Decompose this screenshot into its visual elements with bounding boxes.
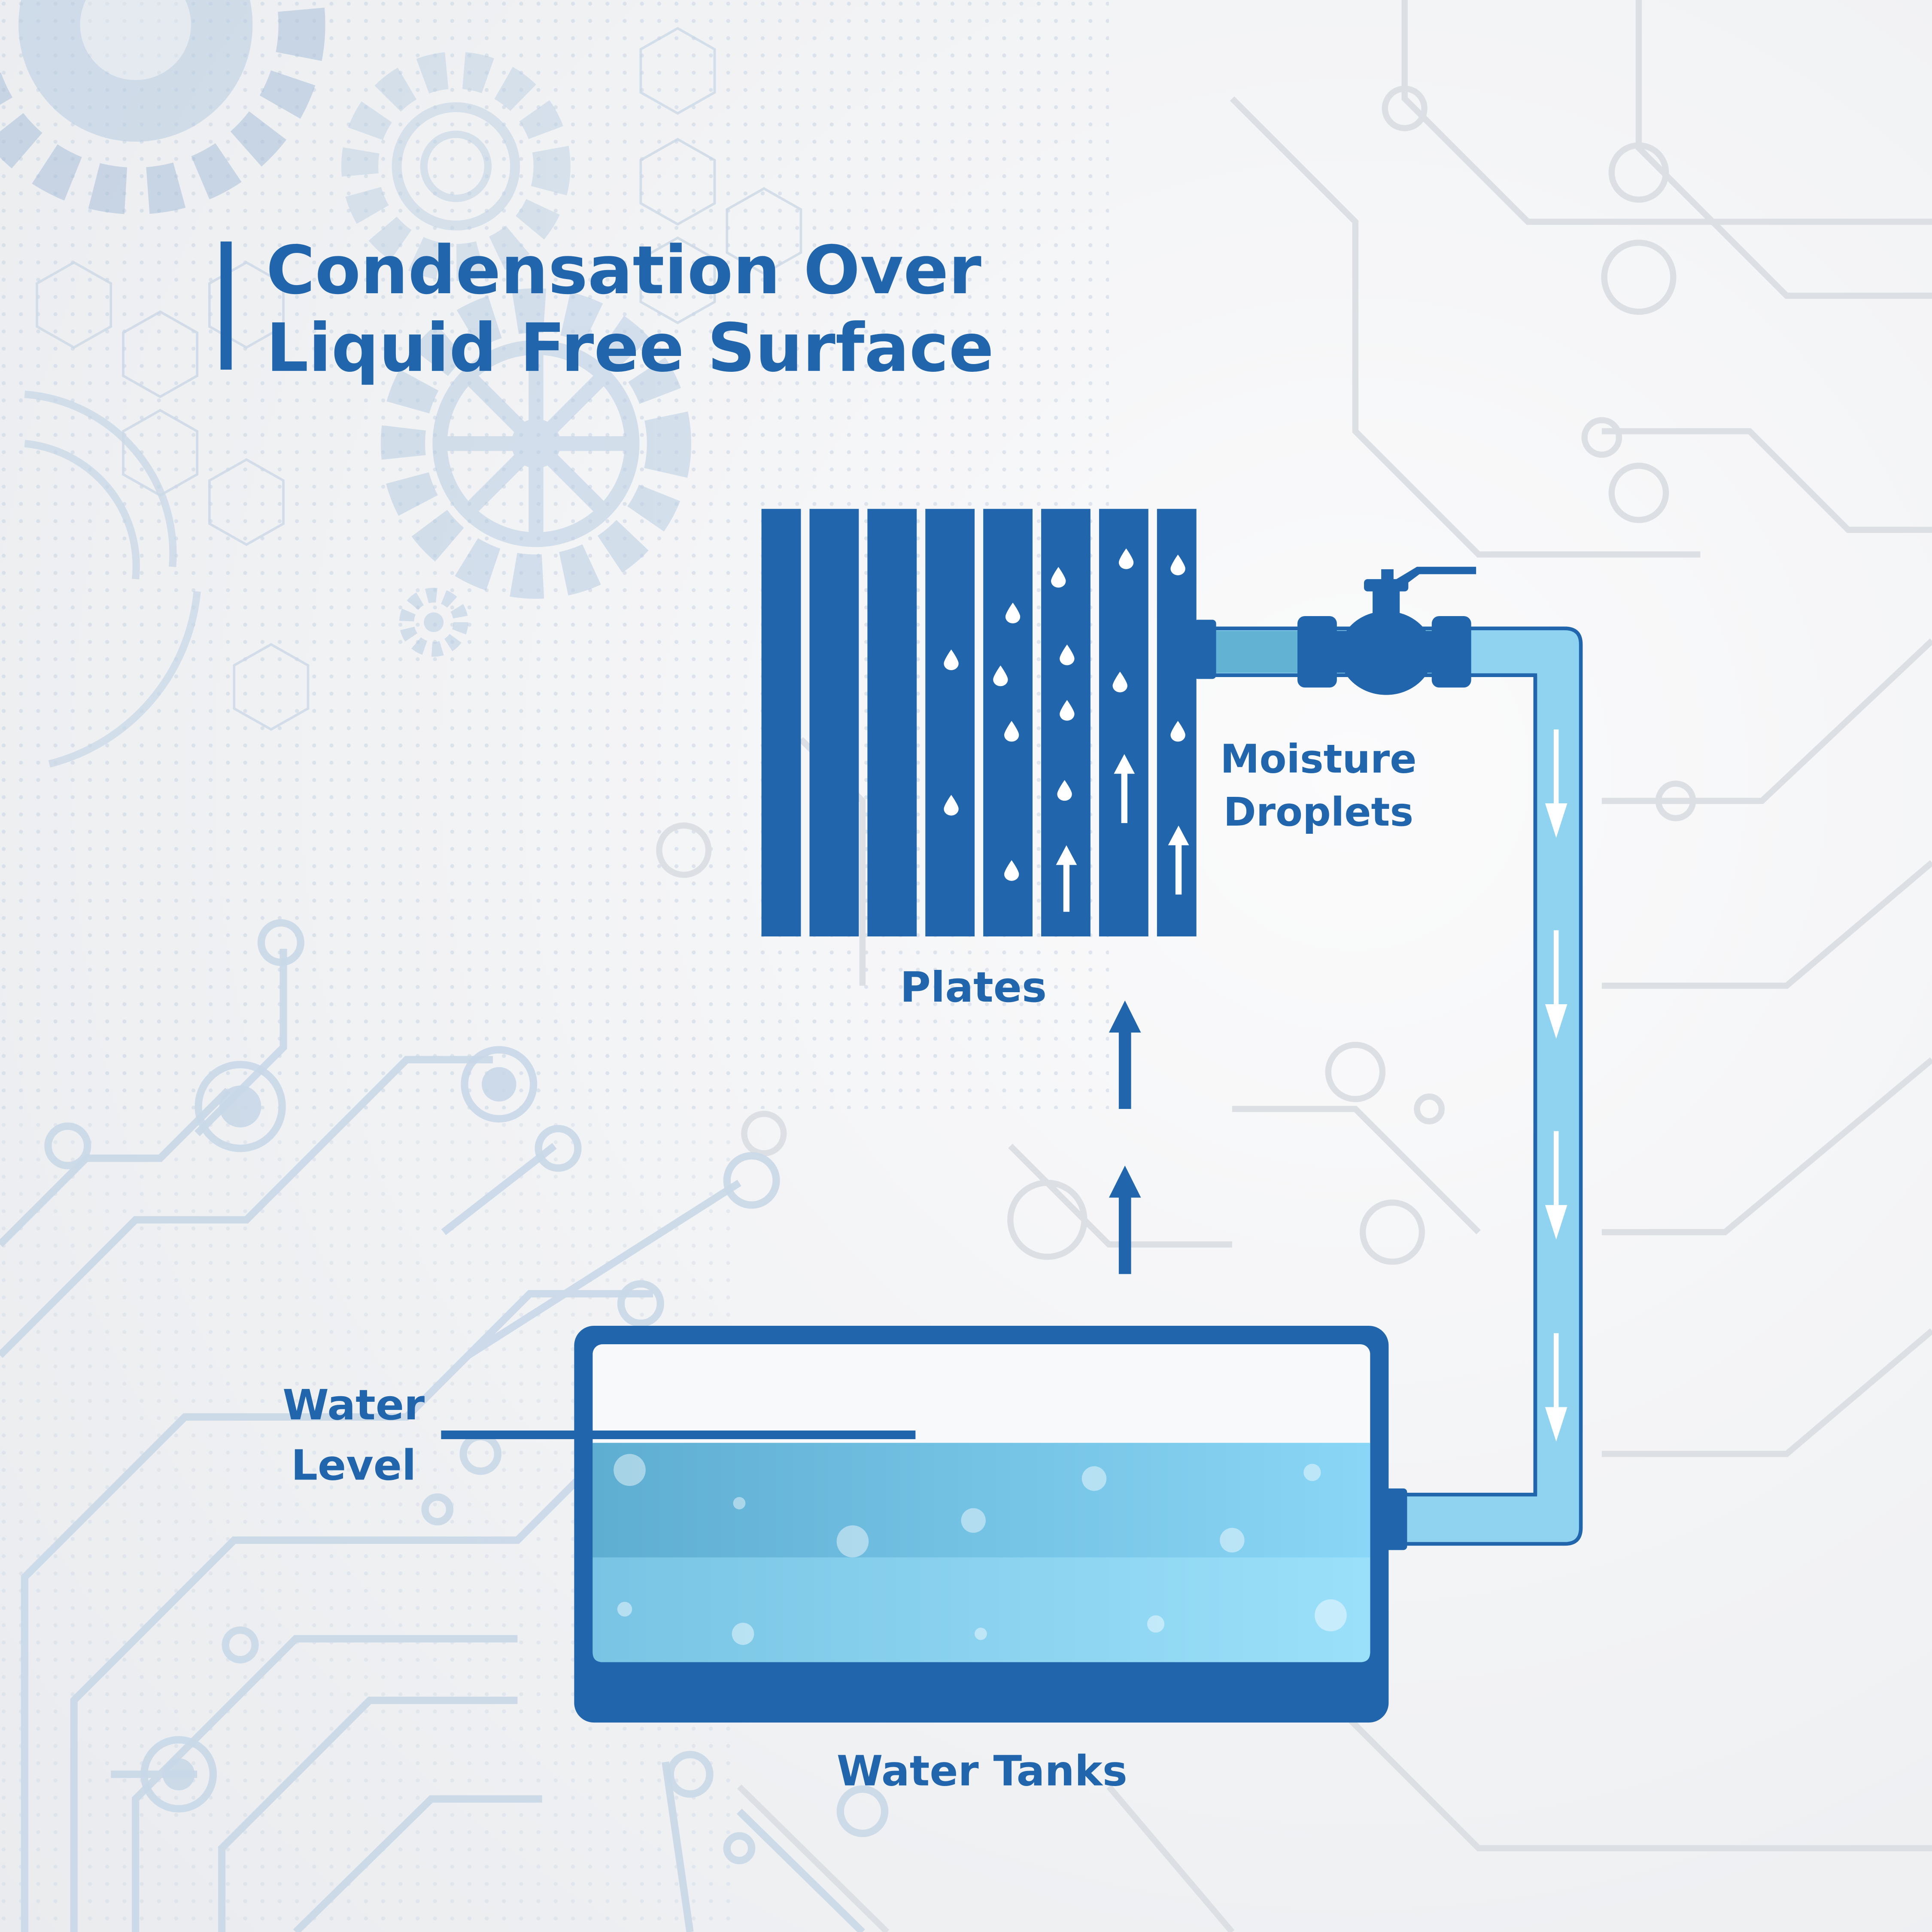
- plate: [983, 509, 1033, 937]
- arrow-down-icon: [1545, 930, 1567, 1039]
- bubbles: [614, 1454, 1347, 1645]
- arrow-down-icon: [1545, 1131, 1567, 1240]
- water-level-label-line-2: Level: [291, 1441, 416, 1490]
- water-lower-layer: [592, 1557, 1370, 1662]
- vapor-arrows: [1056, 754, 1189, 912]
- title-block: Condensation Over Liquid Free Surface: [220, 231, 994, 387]
- arrow-up-icon: [1056, 845, 1077, 912]
- arrow-up-icon: [1109, 1000, 1141, 1109]
- water-tank: [574, 1326, 1389, 1723]
- plates: [761, 509, 1197, 937]
- arrow-up-icon: [1109, 1165, 1141, 1274]
- water-level-line: [441, 1430, 916, 1440]
- plates-label: Plates: [900, 963, 1047, 1012]
- title-accent-bar: [220, 241, 232, 370]
- water-tanks-label: Water Tanks: [837, 1747, 1127, 1795]
- water-level-label-line-1: Water: [283, 1381, 425, 1430]
- valve-icon: [1297, 567, 1476, 695]
- flow-arrows: [1545, 729, 1567, 1442]
- plate: [867, 509, 917, 937]
- moisture-droplets-label-line-2: Droplets: [1223, 789, 1413, 835]
- gear-icon: [341, 52, 571, 281]
- gear-icon: [380, 288, 692, 599]
- evaporation-arrows: [1109, 1000, 1141, 1274]
- pipe-flange: [1385, 1488, 1407, 1550]
- plate: [925, 509, 975, 937]
- plate: [761, 509, 801, 937]
- arrow-down-icon: [1545, 1333, 1567, 1442]
- arrow-up-icon: [1114, 754, 1135, 823]
- plate: [809, 509, 859, 937]
- title-line-1: Condensation Over: [266, 231, 981, 309]
- arrow-down-icon: [1545, 729, 1567, 838]
- title-line-2: Liquid Free Surface: [266, 309, 994, 387]
- gear-icon: [0, 0, 325, 215]
- gear-icon: [399, 587, 468, 657]
- arrow-up-icon: [1168, 825, 1189, 895]
- moisture-droplets-label-line-1: Moisture: [1220, 736, 1416, 782]
- water-upper-layer: [592, 1443, 1370, 1558]
- plate: [1099, 509, 1148, 937]
- pipe-flange: [1194, 620, 1216, 679]
- return-pipe: [1194, 567, 1583, 1550]
